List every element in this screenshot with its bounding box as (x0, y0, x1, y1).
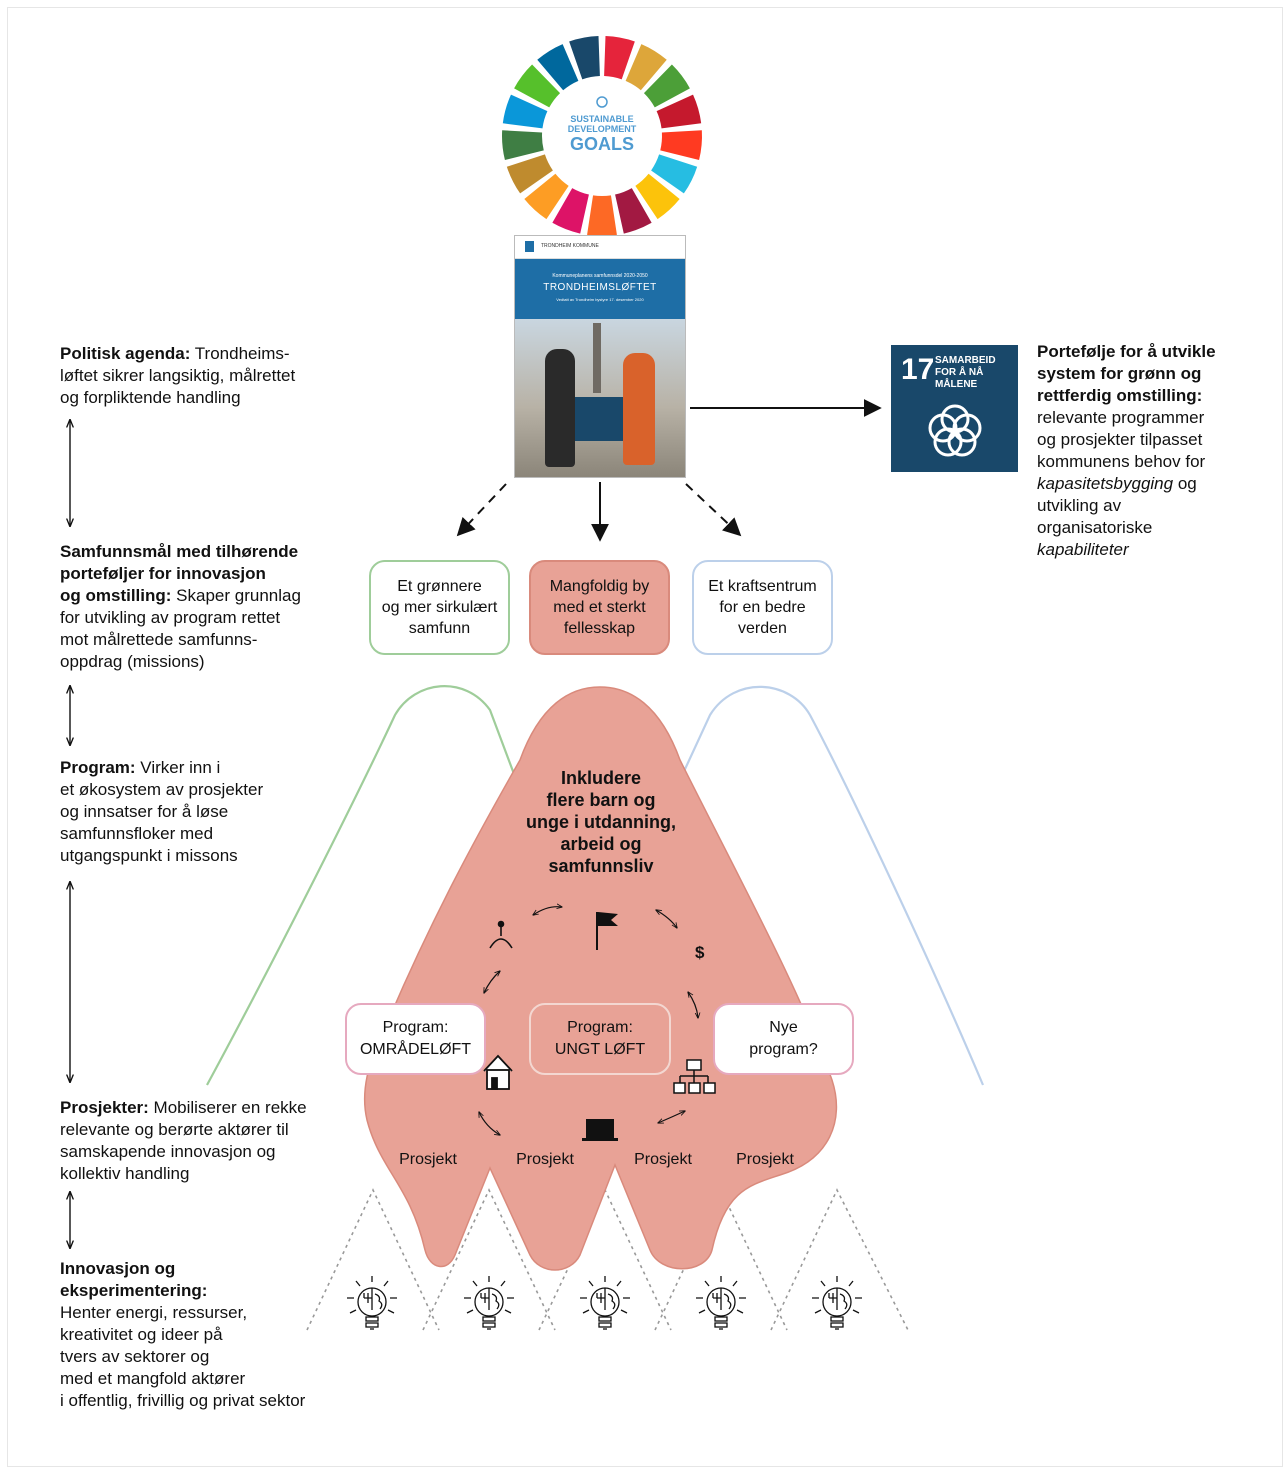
laptop-icon (582, 1119, 618, 1141)
dollar-icon: $ (695, 943, 705, 962)
sdg-segment (625, 44, 667, 91)
sdg-segment (514, 64, 561, 108)
innovasjon-title: Innovasjon og eksperimentering: (60, 1259, 208, 1300)
sdg-segment (635, 173, 680, 220)
person-icon (489, 920, 513, 949)
portefolje-body-1: relevante programmer og prosjekter tilpa… (1037, 408, 1206, 471)
person-right (623, 353, 655, 465)
mission-title: Inkludere flere barn og unge i utdanning… (526, 768, 676, 876)
sdg-line1: SUSTAINABLE (570, 114, 633, 124)
page-frame (7, 7, 1283, 1467)
portefolje-text: Portefølje for å utvikle system for grøn… (1037, 341, 1267, 561)
lightbulb-brain-icon (347, 1276, 397, 1330)
green-mountain-outline (206, 685, 522, 1086)
goal-box-green: Et grønnere og mer sirkulært samfunn (369, 560, 510, 655)
lightbulb-brain-icon (812, 1276, 862, 1330)
person-left (545, 349, 575, 467)
program-box-ungt-loft: Program: UNGT LØFT (529, 1003, 671, 1075)
lightbulb-icons (347, 1276, 862, 1330)
sdg-banner (571, 397, 627, 441)
innovation-triangles (306, 1188, 909, 1331)
statue-column (593, 323, 601, 393)
sdg17-number: 17 (901, 353, 935, 386)
sdg-segment (643, 64, 690, 108)
sdg17-tile: 17 SAMARBEID FOR Å NÅ MÅLENE (891, 345, 1018, 472)
prosjekter-body: Mobiliserer en rekke relevante og berørt… (60, 1098, 307, 1183)
portefolje-italic-1: kapasitetsbygging (1037, 474, 1174, 493)
house-icon (483, 1054, 513, 1090)
program-title: Program: (60, 758, 136, 777)
sdg-segment (552, 188, 589, 234)
blue-mountain-outline (679, 685, 985, 1086)
cover-band: Kommuneplanens samfunnsdel 2020-2050 TRO… (515, 259, 685, 319)
prosjekter-title: Prosjekter: (60, 1098, 149, 1117)
politisk-agenda-title: Politisk agenda: (60, 344, 191, 363)
sdg-segment (587, 195, 617, 236)
portefolje-italic-2: kapabiliteter (1037, 540, 1129, 559)
sdg-segment (537, 44, 579, 91)
politisk-agenda-body: Trondheims- løftet sikrer langsiktig, må… (60, 344, 296, 407)
project-label-3: Prosjekt (634, 1151, 692, 1168)
cover-subtitle: Kommuneplanens samfunnsdel 2020-2050 (552, 273, 648, 279)
sdg-wheel-logo: SUSTAINABLE DEVELOPMENT GOALS (502, 36, 702, 236)
project-label-2: Prosjekt (516, 1151, 574, 1168)
coat-of-arms-icon (525, 241, 534, 252)
cover-header-text: TRONDHEIM KOMMUNE (541, 243, 599, 249)
sdg-segment (651, 154, 698, 194)
sdg17-label: SAMARBEID FOR Å NÅ MÅLENE (935, 355, 996, 390)
sdg-segment (502, 94, 548, 129)
org-chart-icon (673, 1059, 716, 1094)
cycle-arrows (479, 907, 698, 1135)
flag-icon (596, 912, 618, 950)
program-text: Program: Virker inn i et økosystem av pr… (60, 757, 350, 867)
portefolje-body-2: og utvikling av organisatoriske (1037, 474, 1197, 537)
un-emblem-icon (596, 96, 608, 108)
program-body: Virker inn i et økosystem av prosjekter … (60, 758, 264, 865)
sdg-segment (660, 130, 702, 160)
sdg-line2: DEVELOPMENT (568, 124, 637, 134)
sdg-segment (656, 94, 702, 129)
innovasjon-text: Innovasjon og eksperimentering: Henter e… (60, 1258, 360, 1412)
project-label-4: Prosjekt (736, 1151, 794, 1168)
cover-title: TRONDHEIMSLØFTET (543, 282, 657, 293)
goal-box-red: Mangfoldig by med et sterkt fellesskap (529, 560, 670, 655)
lightbulb-brain-icon (696, 1276, 746, 1330)
sdg-segment (569, 36, 600, 80)
arrow-to-goal-1 (456, 483, 507, 537)
portefolje-title: Portefølje for å utvikle system for grøn… (1037, 342, 1216, 405)
trondheimsloftet-cover: TRONDHEIM KOMMUNE Kommuneplanens samfunn… (514, 235, 686, 478)
sdg-segment (604, 36, 635, 80)
samfunnsmal-title: Samfunnsmål med tilhørende porteføljer f… (60, 542, 299, 605)
samfunnsmal-body: Skaper grunnlag for utvikling av program… (60, 586, 301, 671)
program-box-omradeloft: Program: OMRÅDELØFT (345, 1003, 486, 1075)
innovasjon-body: Henter energi, ressurser, kreativitet og… (60, 1303, 306, 1410)
rings-icon (928, 404, 982, 457)
lightbulb-brain-icon (580, 1276, 630, 1330)
cover-photo (515, 319, 685, 477)
arrow-to-goal-3 (685, 483, 742, 537)
politisk-agenda-text: Politisk agenda: Trondheims- løftet sikr… (60, 343, 350, 409)
samfunnsmal-text: Samfunnsmål med tilhørende porteføljer f… (60, 541, 350, 673)
sdg-segment (506, 154, 553, 194)
goal-box-blue: Et kraftsentrum for en bedre verden (692, 560, 833, 655)
prosjekter-text: Prosjekter: Mobiliserer en rekke relevan… (60, 1097, 360, 1185)
sdg-segment (615, 188, 652, 234)
sdg-line3: GOALS (570, 134, 634, 154)
lightbulb-brain-icon (464, 1276, 514, 1330)
project-label-1: Prosjekt (399, 1151, 457, 1168)
sdg-segment (502, 130, 544, 160)
cover-header: TRONDHEIM KOMMUNE (515, 236, 685, 259)
sdg-segment (524, 173, 569, 220)
cover-caption: Vedtatt av Trondheim bystyre 17. desembe… (556, 297, 644, 302)
program-box-nye: Nye program? (713, 1003, 854, 1075)
